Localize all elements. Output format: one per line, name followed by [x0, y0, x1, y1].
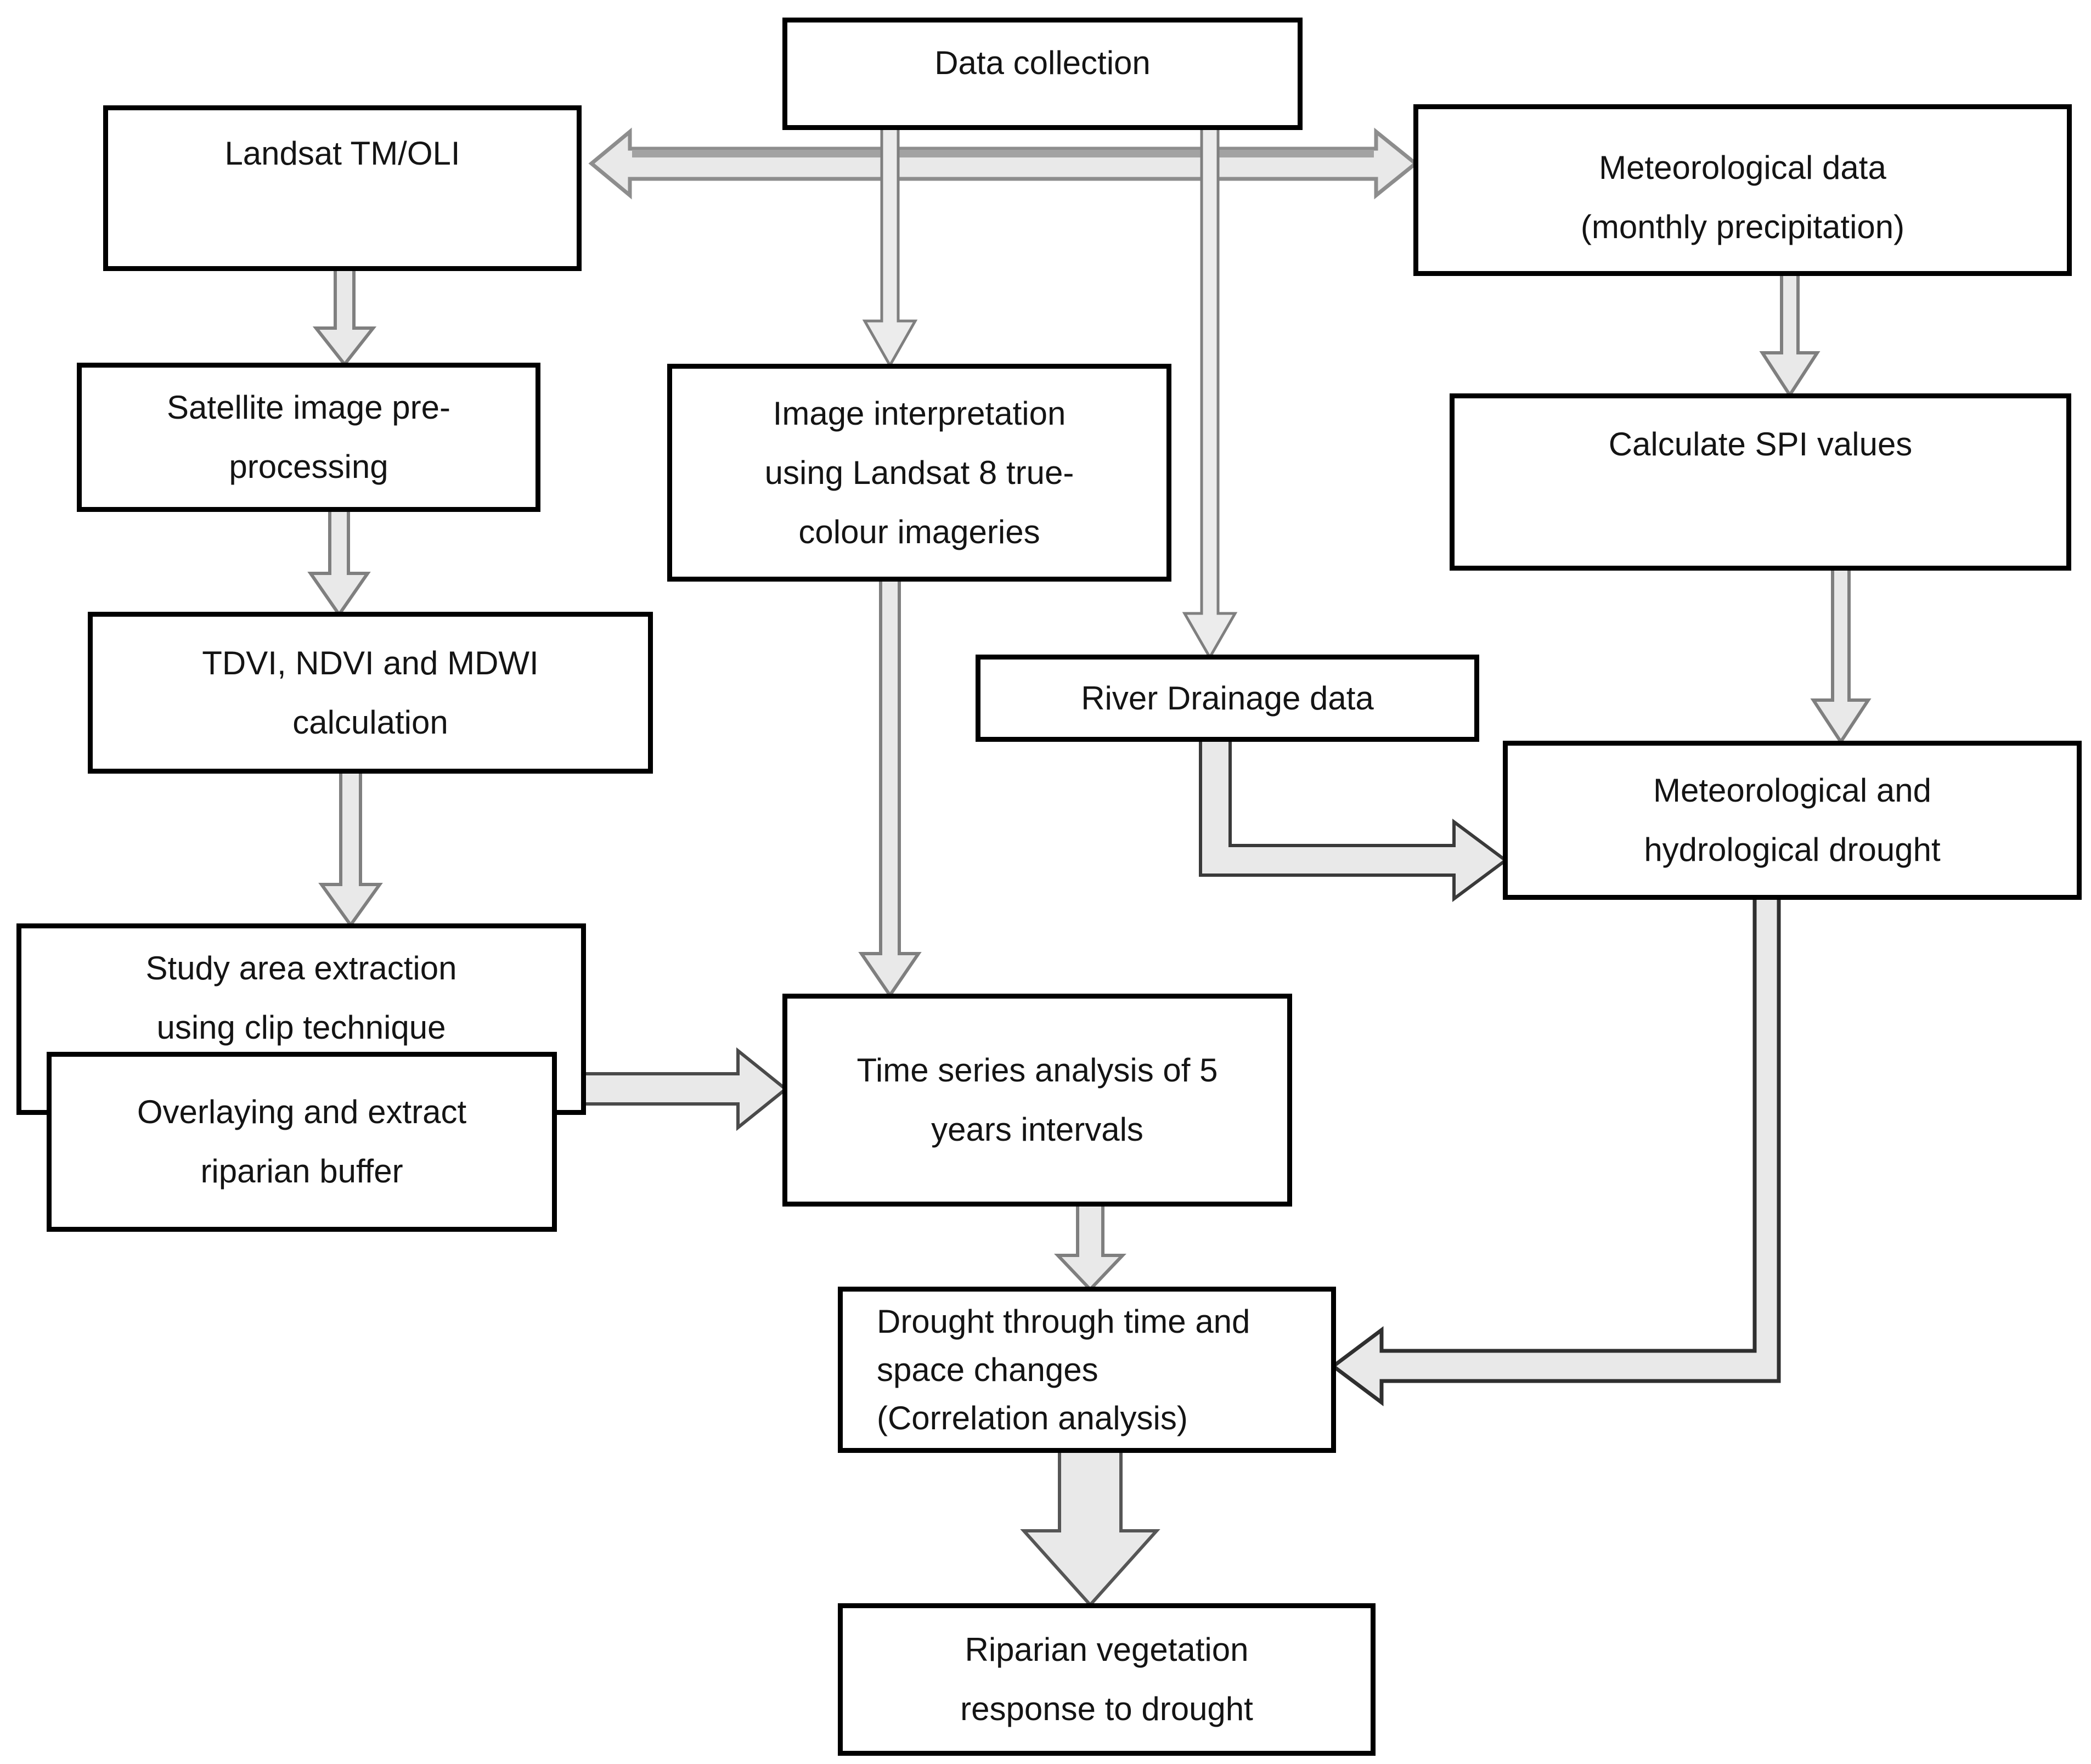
node-time-series-analysis-label: Time series analysis of 5 years interval… — [856, 1052, 1218, 1148]
node-river-drainage: River Drainage data — [976, 655, 1479, 742]
node-image-interpretation-label: Image interpretation using Landsat 8 tru… — [764, 394, 1074, 550]
node-riparian-response-label: Riparian vegetation response to drought — [960, 1631, 1253, 1727]
node-data-collection: Data collection — [782, 18, 1303, 130]
edge-buffer-timeseries-arrow — [581, 1047, 788, 1131]
node-meteorological-data: Meteorological data (monthly precipitati… — [1413, 104, 2072, 276]
node-index-calculation-label: TDVI, NDVI and MDWI calculation — [202, 644, 539, 741]
edge-methydro-correlation-elbow-arrow — [1330, 894, 1781, 1406]
node-satellite-preprocessing: Satellite image pre-processing — [77, 363, 540, 512]
node-landsat-tm-oli-label: Landsat TM/OLI — [224, 135, 460, 172]
node-calculate-spi: Calculate SPI values — [1450, 393, 2071, 571]
node-meteorological-data-label: Meteorological data (monthly precipitati… — [1580, 149, 1905, 245]
node-satellite-preprocessing-label: Satellite image pre-processing — [167, 389, 450, 485]
edge-spi-methydro-arrow — [1810, 566, 1872, 745]
node-river-drainage-label: River Drainage data — [1081, 679, 1374, 717]
node-riparian-response: Riparian vegetation response to drought — [838, 1603, 1376, 1756]
node-drought-time-space-changes: Drought through time and space changes (… — [838, 1287, 1336, 1453]
edge-collection-river-arrow — [1182, 125, 1238, 661]
edge-collection-image-interp-arrow — [862, 125, 918, 369]
edge-indices-study-arrow — [318, 769, 383, 928]
edge-preprocessing-indices-arrow — [307, 507, 371, 618]
edge-timeseries-correlation-arrow — [1054, 1202, 1126, 1292]
node-riparian-buffer-overlay: Overlaying and extract riparian buffer — [47, 1052, 557, 1232]
edge-correlation-riparian-arrow — [1020, 1448, 1160, 1608]
edge-interp-timeseries-arrow — [858, 577, 922, 999]
edge-met-spi-arrow — [1759, 271, 1821, 398]
node-riparian-buffer-overlay-label: Overlaying and extract riparian buffer — [137, 1094, 467, 1190]
node-drought-time-space-changes-label: Drought through time and space changes (… — [877, 1303, 1250, 1436]
node-study-area-extraction-label: Study area extraction using clip techniq… — [145, 950, 457, 1046]
node-data-collection-label: Data collection — [934, 44, 1151, 81]
node-calculate-spi-label: Calculate SPI values — [1608, 426, 1913, 463]
node-landsat-tm-oli: Landsat TM/OLI — [103, 105, 582, 271]
edge-river-methydro-elbow-arrow — [1199, 737, 1509, 902]
node-image-interpretation: Image interpretation using Landsat 8 tru… — [667, 364, 1171, 582]
node-index-calculation: TDVI, NDVI and MDWI calculation — [88, 612, 653, 774]
node-time-series-analysis: Time series analysis of 5 years interval… — [782, 994, 1292, 1207]
node-met-hydro-drought-label: Meteorological and hydrological drought — [1644, 772, 1941, 868]
edge-landsat-preprocessing-arrow — [312, 266, 377, 367]
edge-collection-sources-double-arrow — [588, 127, 1419, 200]
node-met-hydro-drought: Meteorological and hydrological drought — [1503, 741, 2082, 900]
